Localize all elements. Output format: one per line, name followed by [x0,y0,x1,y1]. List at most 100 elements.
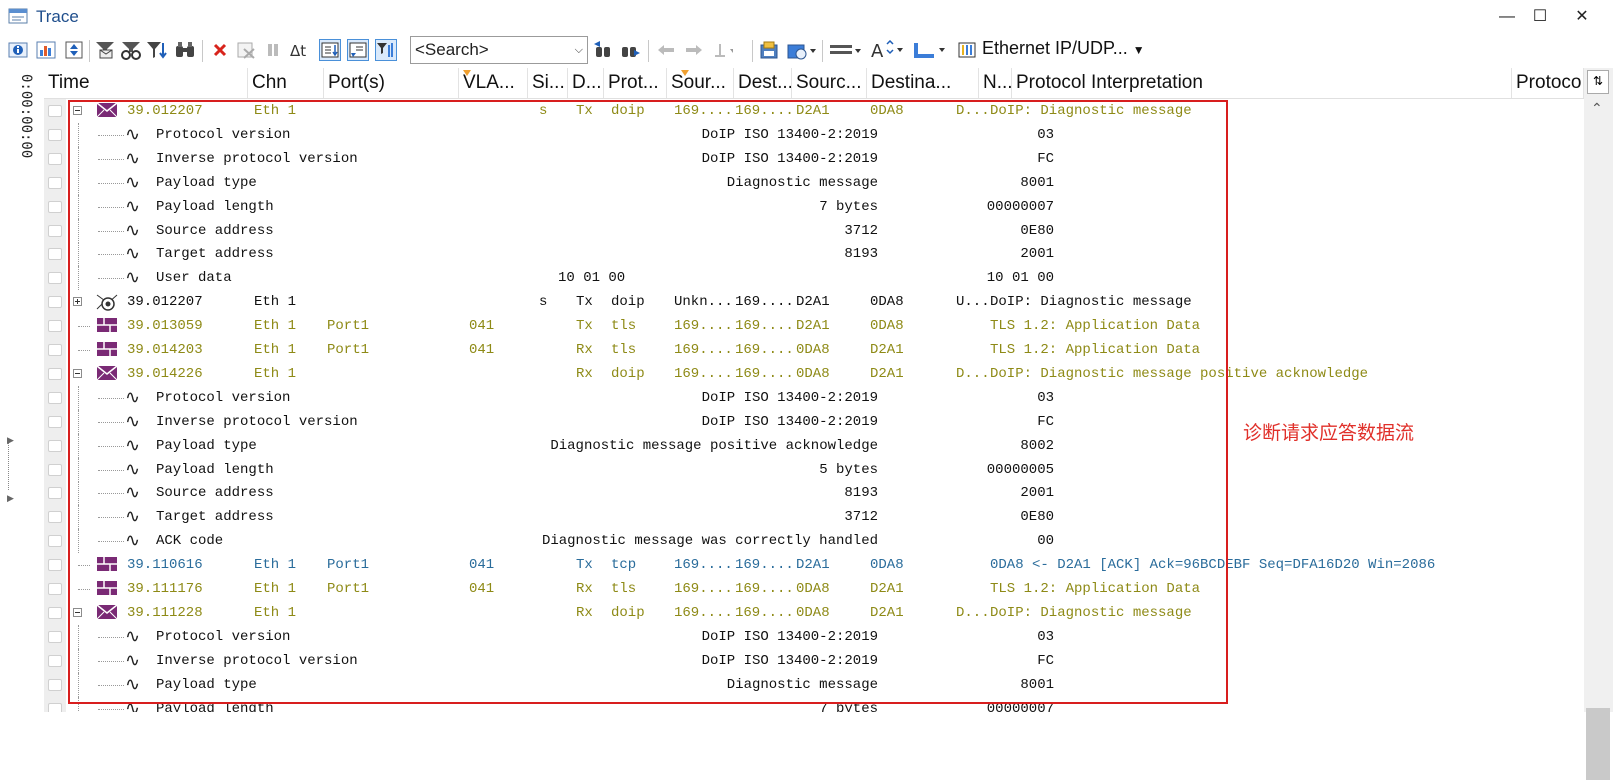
comment-icon[interactable] [48,440,62,452]
comment-icon[interactable] [48,679,62,691]
delta-time-icon[interactable]: Δt [289,39,311,61]
comment-icon[interactable] [48,320,62,332]
search-input[interactable]: <Search> ⌵ [410,36,588,64]
collapse-icon[interactable] [73,608,82,617]
maximize-button[interactable]: ☐ [1532,8,1548,25]
find-previous-icon[interactable] [593,39,615,61]
delete-icon[interactable] [209,39,231,61]
column-header-8[interactable]: Sour... [667,68,734,98]
protocol-selector-icon[interactable] [956,39,978,61]
comment-icon[interactable] [48,272,62,284]
protocol-selector[interactable]: Ethernet IP/UDP... ▼ [982,38,1145,59]
export-icon[interactable] [786,39,816,61]
comment-icon[interactable] [48,583,62,595]
column-header-7[interactable]: Prot... [604,68,667,98]
comment-icon[interactable] [48,177,62,189]
column-header-13[interactable]: Protocol Interpretation [1012,68,1512,98]
info-icon[interactable] [7,39,29,61]
comment-icon[interactable] [48,487,62,499]
column-header-14[interactable]: Protoco [1512,68,1584,98]
column-header-10[interactable]: Sourc... [792,68,867,98]
pause-icon[interactable] [262,39,284,61]
comment-icon[interactable] [48,631,62,643]
arrow-right-icon[interactable] [683,39,705,61]
comment-icon[interactable] [48,105,62,117]
column-header-11[interactable]: Destina... [867,68,979,98]
column-filter-icon[interactable] [375,39,397,61]
column-header-2[interactable]: Chn [248,68,324,98]
expand-right-icon[interactable]: ▶ [7,493,14,503]
glasses-filter-icon[interactable] [120,39,142,61]
clear-icon[interactable] [235,39,257,61]
font-size-icon[interactable]: A [870,39,904,61]
expand-right-icon[interactable]: ▶ [7,435,14,445]
save-log-icon[interactable] [759,39,781,61]
scroll-up-icon[interactable]: ⌃ [1591,100,1603,116]
comment-icon[interactable] [48,559,62,571]
chronological-view-icon[interactable] [319,39,341,61]
statistics-icon[interactable] [35,39,57,61]
comment-icon[interactable] [48,703,62,712]
comment-icon[interactable] [48,511,62,523]
comment-icon[interactable] [48,655,62,667]
column-header-4[interactable]: VLA... [459,68,528,98]
comment-icon[interactable] [48,225,62,237]
window-layout-icon[interactable] [912,39,946,61]
column-header-6[interactable]: D... [568,68,604,98]
column-header-1[interactable]: Time [44,68,248,98]
jump-icon[interactable] [711,39,733,61]
scroll-thumb[interactable] [1586,708,1610,780]
arrow-left-icon[interactable] [655,39,677,61]
comment-icon[interactable] [48,535,62,547]
comment-icon[interactable] [48,464,62,476]
comment-icon[interactable] [48,248,62,260]
layout-icon[interactable] [828,39,862,61]
expand-icon[interactable] [73,297,82,306]
sort-filter-icon[interactable] [146,39,168,61]
comment-icon[interactable] [48,201,62,213]
comment-icon[interactable] [48,296,62,308]
comment-icon[interactable] [48,416,62,428]
vertical-scrollbar[interactable]: ⇅ ⌃ [1584,68,1613,780]
column-header-12[interactable]: N... [979,68,1012,98]
column-header-5[interactable]: Si... [528,68,568,98]
comment-icon[interactable] [48,392,62,404]
comment-icon[interactable] [48,368,62,380]
mail-filter-icon[interactable] [94,39,116,61]
comment-icon[interactable] [48,607,62,619]
column-header-9[interactable]: Dest... [734,68,792,98]
minimize-button[interactable]: — [1499,8,1515,25]
scroll-icon[interactable] [63,39,85,61]
column-header-3[interactable]: Port(s) [324,68,459,98]
comment-icon[interactable] [48,129,62,141]
pin-icon[interactable]: ⇅ [1587,70,1609,94]
collapse-icon[interactable] [73,369,82,378]
comment-icon[interactable] [48,344,62,356]
fixed-position-icon[interactable] [347,39,369,61]
binoculars-icon[interactable] [174,39,196,61]
splitter[interactable] [8,440,9,490]
comment-icon[interactable] [48,153,62,165]
